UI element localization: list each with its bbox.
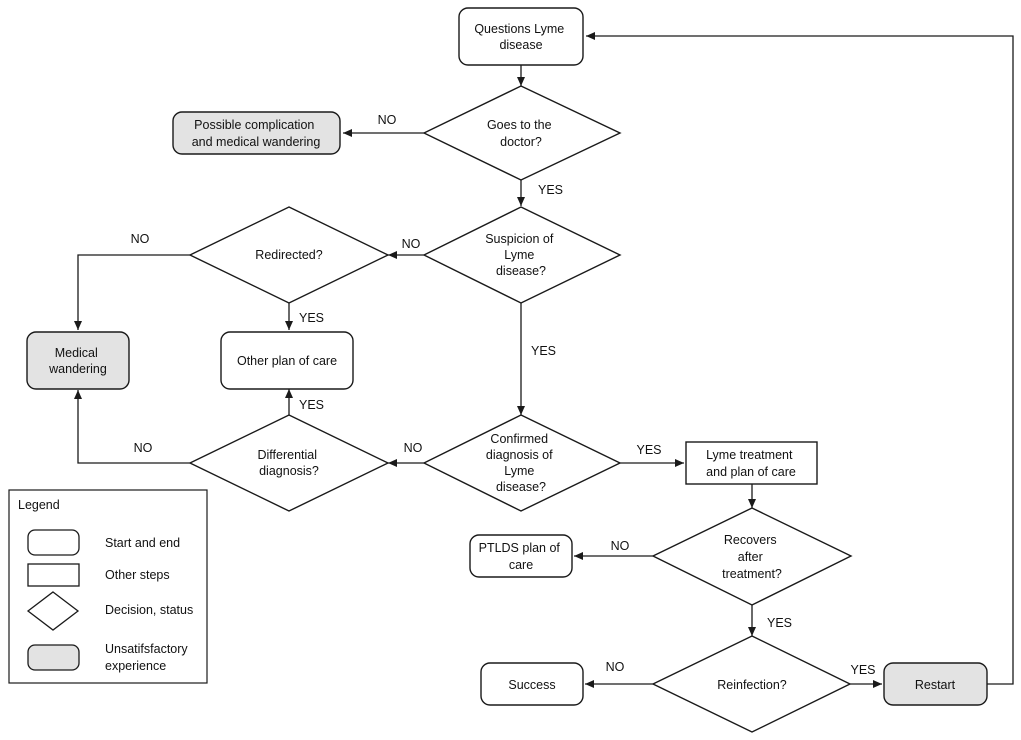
- legend-decision-swatch: [26, 591, 80, 631]
- label-confirmed-no: NO: [404, 441, 423, 455]
- edge-labels: NO YES NO NO YES YES YES NO NO YES NO YE…: [131, 113, 876, 677]
- node-possible-complication: Possible complication and medical wander…: [172, 111, 341, 155]
- node-other-plan-of-care-label: Other plan of care: [237, 354, 337, 368]
- decision-differential-diagnosis-label: Differential diagnosis?: [257, 448, 320, 478]
- node-ptlds-plan: PTLDS plan of care: [469, 534, 573, 578]
- decision-recovers-label: Recovers after treatment?: [722, 533, 782, 581]
- legend-unsatisfactory-label: Unsatifsfactory experience: [105, 642, 191, 673]
- decision-goes-to-doctor-label: Goes to the doctor?: [487, 118, 555, 149]
- node-lyme-treatment: Lyme treatment and plan of care: [685, 441, 818, 485]
- decision-confirmed-diagnosis-label: Confirmed diagnosis of Lyme disease?: [486, 432, 556, 494]
- node-lyme-treatment-label: Lyme treatment and plan of care: [706, 448, 796, 479]
- legend: Legend Start and end Other steps Decisio…: [8, 489, 208, 684]
- label-differential-no: NO: [134, 441, 153, 455]
- decision-goes-to-doctor: Goes to the doctor?: [422, 85, 622, 181]
- legend-start-end-swatch: [27, 529, 80, 556]
- node-success: Success: [480, 662, 584, 706]
- label-doctor-no: NO: [378, 113, 397, 127]
- node-restart-label: Restart: [915, 678, 956, 692]
- node-questions-lyme-label: Questions Lyme disease: [474, 22, 567, 52]
- label-doctor-yes: YES: [538, 183, 563, 197]
- decision-differential-diagnosis: Differential diagnosis?: [188, 414, 390, 512]
- label-reinfection-no: NO: [606, 660, 625, 674]
- edges: [74, 32, 1014, 688]
- legend-other-steps-swatch: [27, 563, 80, 587]
- legend-unsatisfactory-swatch: [27, 644, 80, 671]
- legend-title: Legend: [18, 498, 60, 512]
- legend-decision-label: Decision, status: [105, 603, 193, 617]
- label-redirected-no: NO: [131, 232, 150, 246]
- decision-reinfection-label: Reinfection?: [717, 678, 787, 692]
- node-medical-wandering-label: Medical wandering: [48, 346, 107, 376]
- node-success-label: Success: [508, 678, 555, 692]
- node-medical-wandering: Medical wandering: [26, 331, 130, 390]
- decision-suspicion: Suspicion of Lyme disease?: [422, 206, 622, 304]
- label-suspicion-yes: YES: [531, 344, 556, 358]
- node-restart: Restart: [883, 662, 988, 706]
- label-recovers-no: NO: [611, 539, 630, 553]
- node-questions-lyme: Questions Lyme disease: [458, 7, 584, 66]
- decision-recovers: Recovers after treatment?: [651, 507, 853, 606]
- legend-start-end-label: Start and end: [105, 536, 180, 550]
- decision-suspicion-label: Suspicion of Lyme disease?: [485, 232, 557, 278]
- label-suspicion-no: NO: [402, 237, 421, 251]
- node-ptlds-plan-label: PTLDS plan of care: [479, 541, 564, 572]
- decision-reinfection: Reinfection?: [651, 635, 852, 733]
- label-reinfection-yes: YES: [850, 663, 875, 677]
- legend-other-steps-label: Other steps: [105, 568, 170, 582]
- label-recovers-yes: YES: [767, 616, 792, 630]
- edge-differential-no: [74, 390, 190, 464]
- label-redirected-yes: YES: [299, 311, 324, 325]
- node-possible-complication-label: Possible complication and medical wander…: [192, 118, 321, 149]
- decision-redirected: Redirected?: [188, 206, 390, 304]
- label-confirmed-yes: YES: [636, 443, 661, 457]
- edge-redirected-no: [74, 254, 190, 330]
- decision-redirected-label: Redirected?: [255, 248, 322, 262]
- label-differential-yes: YES: [299, 398, 324, 412]
- edge-restart-loop: [586, 32, 1014, 685]
- node-other-plan-of-care: Other plan of care: [220, 331, 354, 390]
- decision-confirmed-diagnosis: Confirmed diagnosis of Lyme disease?: [422, 414, 622, 512]
